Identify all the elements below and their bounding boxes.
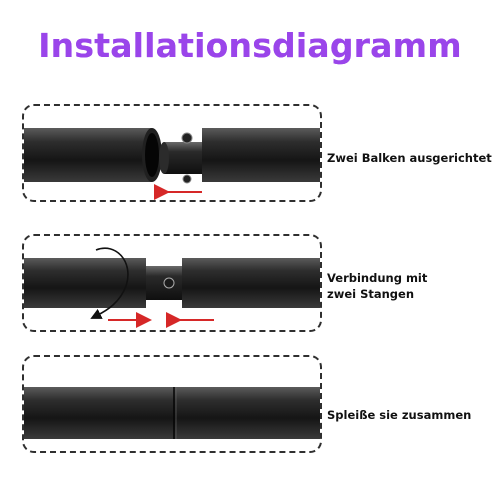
right-pole	[182, 258, 320, 308]
caption-line: Spleiße sie zusammen	[327, 408, 472, 422]
step-3-illustration	[24, 387, 320, 439]
rotate-arrow	[90, 247, 129, 319]
step-2-illustration	[24, 247, 320, 328]
snap-button-bottom	[182, 174, 192, 184]
caption-line: zwei Stangen	[327, 287, 415, 301]
right-pole	[202, 128, 320, 182]
diagram-title: Installationsdiagramm	[0, 26, 500, 65]
snap-button	[163, 277, 175, 289]
snap-button-top	[181, 132, 193, 144]
joined-pole	[24, 387, 320, 439]
step-1-illustration	[24, 128, 320, 200]
step-2-caption: Verbindung mit zwei Stangen	[327, 270, 427, 302]
step-3-panel	[22, 355, 322, 453]
left-pole	[24, 128, 152, 182]
caption-line: Verbindung mit	[327, 271, 428, 285]
step-2-panel	[22, 234, 322, 332]
step-1-caption: Zwei Balken ausgerichtet	[327, 150, 492, 166]
step-3-caption: Spleiße sie zusammen	[327, 407, 471, 423]
caption-line: Zwei Balken ausgerichtet	[327, 151, 492, 165]
step-1-panel	[22, 104, 322, 202]
connector-sleeve	[164, 142, 204, 174]
left-pole	[24, 258, 146, 308]
